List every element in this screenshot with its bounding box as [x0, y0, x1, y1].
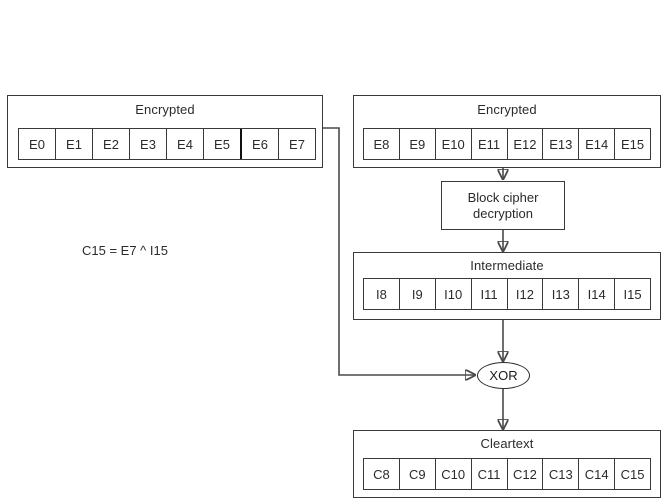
cell-i10: I10	[435, 279, 472, 309]
cell-c13: C13	[543, 459, 580, 489]
cell-c14: C14	[579, 459, 616, 489]
cell-e0: E0	[19, 129, 56, 159]
cell-c9: C9	[399, 459, 436, 489]
cleartext-title: Cleartext	[480, 436, 534, 451]
cell-e7: E7	[279, 129, 315, 159]
block-cipher-line-2: decryption	[473, 205, 533, 221]
intermediate-title: Intermediate	[470, 258, 544, 273]
cell-e14: E14	[579, 129, 616, 159]
block-cipher-line-1: Block cipher	[467, 189, 539, 205]
cell-c8: C8	[364, 459, 400, 489]
cell-e15: E15	[615, 129, 650, 159]
cell-i15: I15	[615, 279, 650, 309]
cell-e5: E5	[204, 129, 242, 159]
cell-i13: I13	[543, 279, 580, 309]
xor-node: XOR	[477, 362, 530, 389]
intermediate-cells: I8 I9 I10 I11 I12 I13 I14 I15	[363, 278, 651, 310]
left-encrypted-cells: E0 E1 E2 E3 E4 E5 E6 E7	[18, 128, 316, 160]
cell-e13: E13	[543, 129, 580, 159]
cell-i14: I14	[579, 279, 616, 309]
cell-e10: E10	[435, 129, 472, 159]
formula-annotation: C15 = E7 ^ I15	[82, 243, 168, 258]
cell-e4: E4	[167, 129, 204, 159]
cell-e6: E6	[242, 129, 279, 159]
right-encrypted-title: Encrypted	[477, 102, 537, 117]
cell-e9: E9	[399, 129, 436, 159]
cell-c11: C11	[471, 459, 508, 489]
block-cipher-label-wrapper: Block cipher decryption	[468, 190, 539, 222]
cell-e11: E11	[471, 129, 508, 159]
cell-c10: C10	[435, 459, 472, 489]
cell-e1: E1	[56, 129, 93, 159]
cell-i8: I8	[364, 279, 400, 309]
cell-c15: C15	[615, 459, 650, 489]
cell-e12: E12	[507, 129, 544, 159]
cell-c12: C12	[507, 459, 544, 489]
block-cipher-decryption-box: Block cipher decryption	[441, 181, 565, 230]
cell-i11: I11	[471, 279, 508, 309]
left-encrypted-title: Encrypted	[135, 102, 195, 117]
cell-e2: E2	[93, 129, 130, 159]
cell-e3: E3	[130, 129, 167, 159]
cell-i9: I9	[399, 279, 436, 309]
cell-e8: E8	[364, 129, 400, 159]
cell-i12: I12	[507, 279, 544, 309]
cleartext-cells: C8 C9 C10 C11 C12 C13 C14 C15	[363, 458, 651, 490]
right-encrypted-cells: E8 E9 E10 E11 E12 E13 E14 E15	[363, 128, 651, 160]
